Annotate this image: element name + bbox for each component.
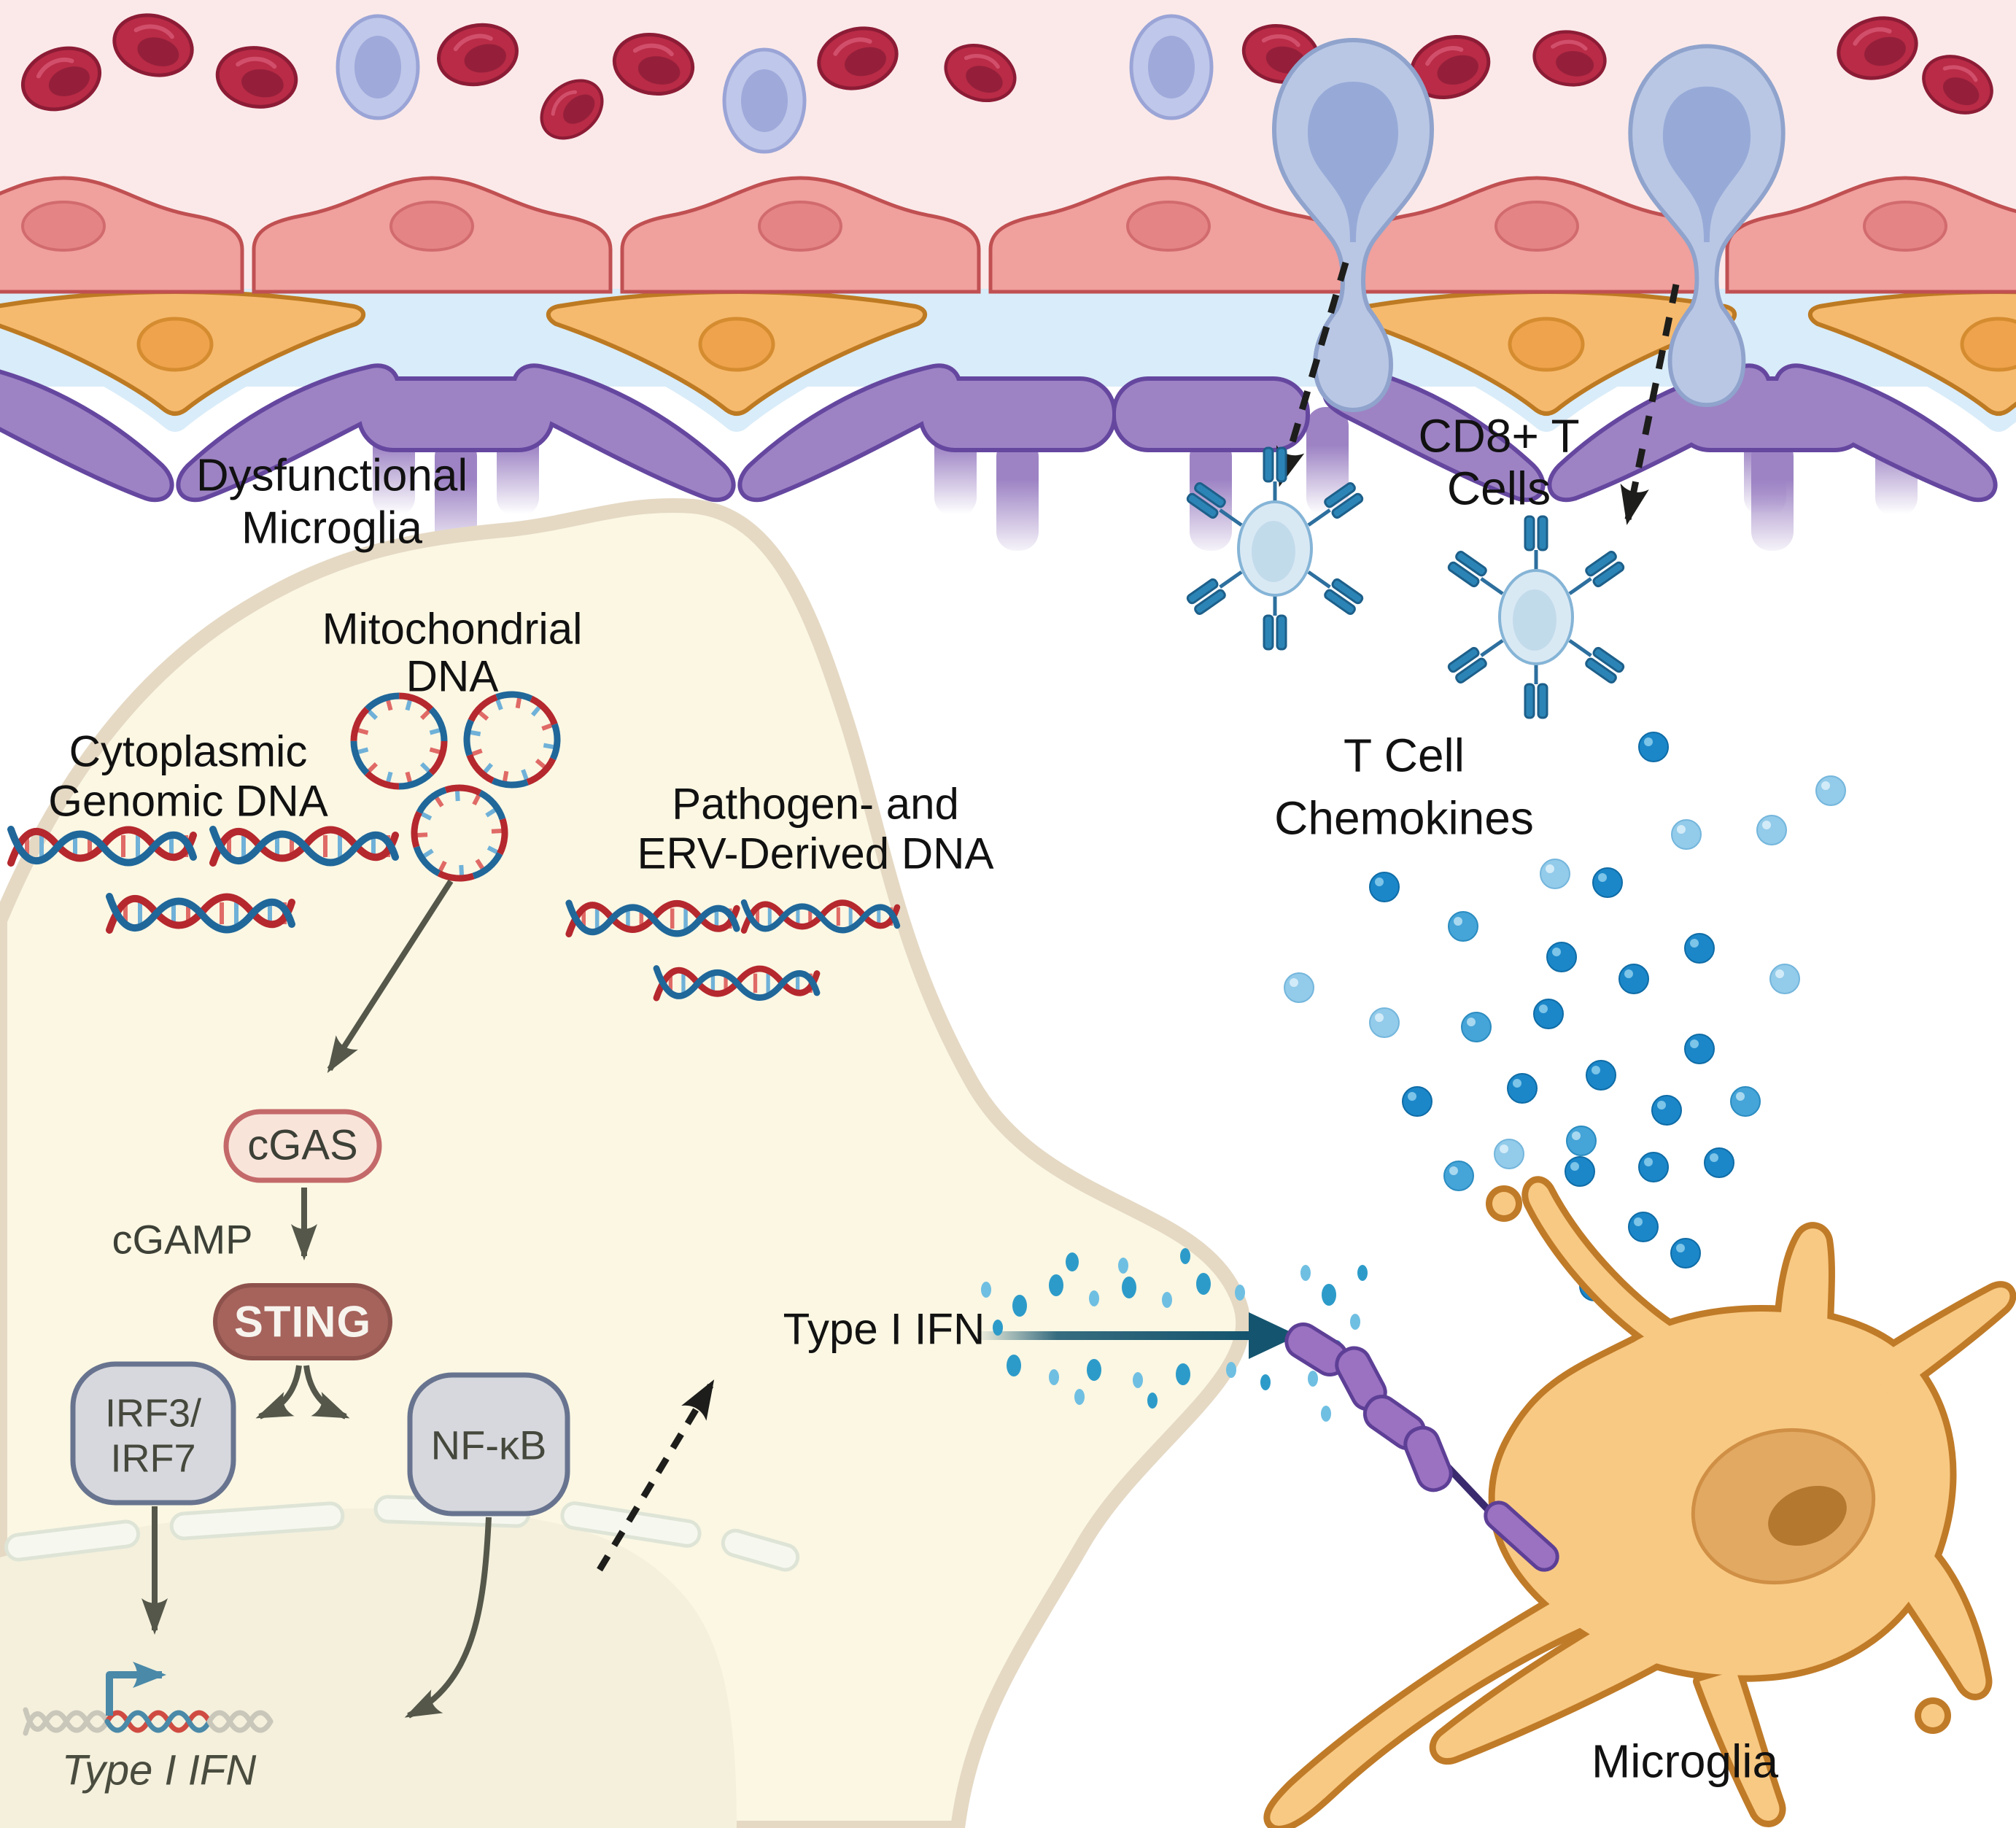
nfkb-box (407, 1372, 570, 1517)
nfkb-to-gene-arrow (404, 1517, 492, 1719)
irf3-irf7-box (70, 1361, 236, 1506)
dysfunctional-microglia-label-line1: Dysfunctional (195, 450, 468, 501)
cd8-t-cells-label-line1: CD8+ T (1418, 409, 1580, 462)
pathogen-erv-label-line2: ERV-Derived DNA (637, 829, 994, 878)
ifn-receptor (1284, 1322, 1559, 1572)
ifn-arrowhead (1249, 1312, 1298, 1359)
type-i-ifn-gene (23, 1662, 274, 1736)
mitochondrial-dna-label-line1: Mitochondrial (322, 604, 583, 654)
cd8-t-cell (1447, 516, 1624, 718)
microglia-label: Microglia (1591, 1735, 1779, 1788)
dysfunctional-microglia-cell (0, 497, 1251, 1828)
microglia-nucleolus (1768, 1485, 1847, 1546)
sting-to-irf-arrow (255, 1365, 302, 1420)
sting-pill (213, 1283, 392, 1360)
t-cell-chemokines-label-line1: T Cell (1344, 729, 1465, 782)
cgas-label: cGAS (247, 1121, 358, 1169)
cgamp-label: cGAMP (112, 1216, 253, 1263)
dna-to-cgas-arrow (327, 879, 454, 1074)
lymphocyte (338, 16, 418, 118)
dysfunctional-microglia-label-line2: Microglia (241, 503, 423, 554)
lymphocyte (1131, 16, 1211, 118)
cytoplasmic-dna-label-line1: Cytoplasmic (69, 727, 308, 776)
pericytes (0, 289, 2016, 432)
irf-label-line1: IRF3/ (104, 1391, 202, 1436)
nucleus (0, 1508, 737, 1828)
nfkb-label: NF-κB (430, 1422, 547, 1468)
cd8-t-cells-label-line2: Cells (1446, 462, 1551, 515)
irf-label-line2: IRF7 (110, 1436, 196, 1481)
ifn-induction-dashed-arrow (597, 1379, 715, 1572)
lymphocyte (724, 50, 805, 152)
pathogen-erv-label-line1: Pathogen- and (672, 779, 959, 829)
promoter-arrow (106, 1662, 166, 1716)
cytoplasmic-dna-label-line2: Genomic DNA (48, 776, 328, 826)
sting-label: STING (233, 1297, 372, 1347)
microglia-cell (1270, 1182, 2016, 1828)
t-cell-migration-arrow (1276, 261, 1349, 487)
type-i-ifn-gene-label: Type I IFN (61, 1746, 257, 1794)
sting-to-nfkb-arrow (303, 1365, 350, 1420)
t-cell-chemokines-label-line2: Chemokines (1274, 791, 1534, 845)
cgas-pill (223, 1109, 382, 1183)
type-i-ifn-secreted-label: Type I IFN (783, 1304, 985, 1354)
t-cell-migration-arrow (1620, 284, 1680, 525)
mitochondrial-dna-label-line2: DNA (406, 651, 499, 701)
